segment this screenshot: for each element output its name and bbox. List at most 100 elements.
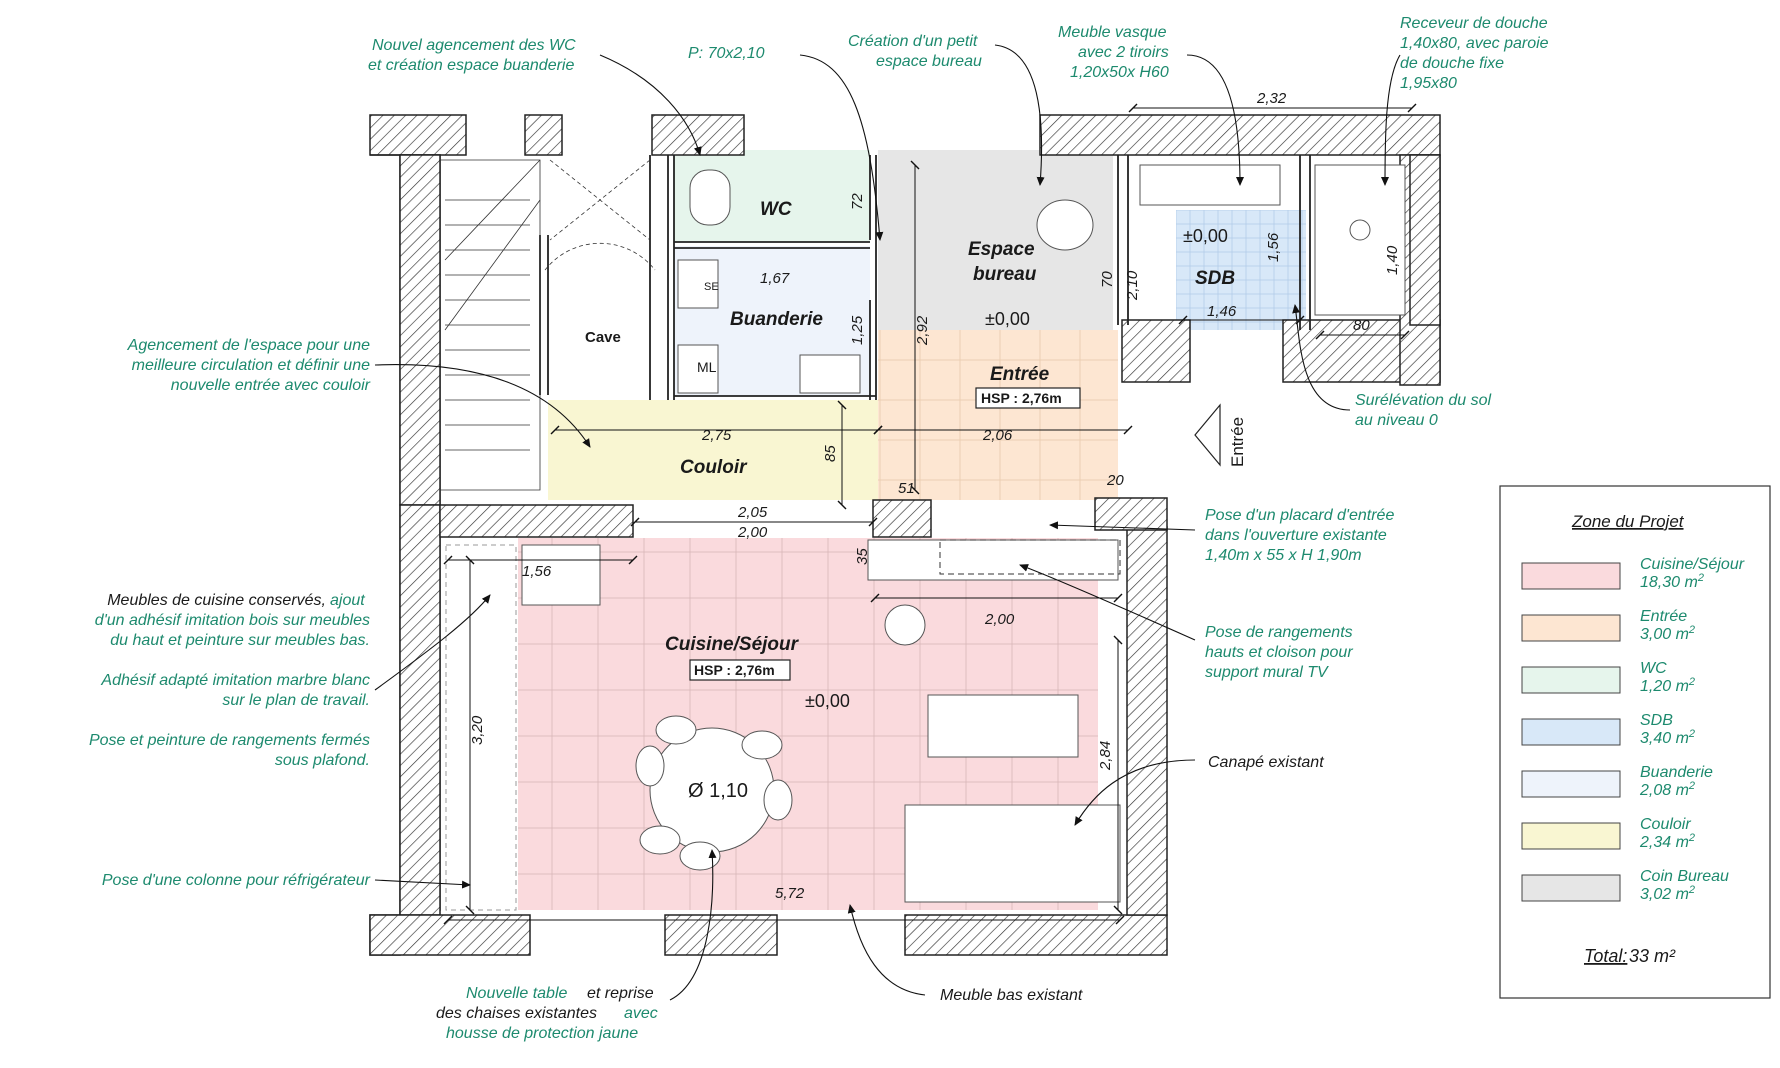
annotation-douche-4: 1,95x80: [1400, 75, 1457, 92]
sofa: [904, 804, 1121, 903]
coffee-table: [927, 694, 1079, 758]
wall-left-upper: [399, 154, 441, 506]
wall-kitchen-top-mid: [872, 499, 932, 538]
plant: [884, 604, 926, 646]
dim-51: 51: [898, 480, 915, 497]
annotation-bureau-1: Création d'un petit: [848, 33, 978, 50]
table-diameter: Ø 1,10: [688, 780, 748, 802]
dim-72: 72: [849, 193, 866, 210]
annotation-meubles-green-0: ajout: [330, 592, 365, 609]
appliance-ml: ML: [697, 359, 717, 375]
legend-item-area: 3,02 m2: [1640, 884, 1695, 903]
dim-1-56: 1,56: [1265, 232, 1282, 262]
annotation-adhesif-1: Adhésif adapté imitation marbre blanc: [100, 672, 370, 689]
annotation-meubles-black: Meubles de cuisine conservés,: [107, 592, 326, 609]
annotation-circulation-2: meilleure circulation et définir une: [132, 357, 370, 374]
dim-3-20: 3,20: [469, 715, 486, 745]
entrance-label: Entrée: [1228, 417, 1247, 467]
legend-swatch: [1521, 718, 1621, 746]
annotation-tv-2: hauts et cloison pour: [1205, 644, 1353, 661]
washing-machine: [677, 344, 719, 394]
legend-item-area: 1,20 m2: [1640, 676, 1695, 695]
annotation-wc-1: Nouvel agencement des WC: [372, 37, 576, 54]
wc-toilet: [689, 169, 731, 226]
legend-item-area-exponent: 2: [1688, 728, 1695, 740]
cooktop: [521, 544, 601, 606]
annotation-table-black2: des chaises existantes: [436, 1005, 597, 1022]
room-label-entree: Entrée: [990, 364, 1050, 385]
wall-left-lower: [399, 504, 441, 916]
annotation-refrigerateur: Pose d'une colonne pour réfrigérateur: [102, 872, 371, 889]
leader-lines: [374, 44, 1401, 1001]
dim-2-84: 2,84: [1097, 741, 1114, 771]
legend-swatch: [1521, 770, 1621, 798]
level-sdb: ±0,00: [1183, 226, 1228, 246]
buanderie-counter: [799, 354, 861, 394]
dim-2-05: 2,05: [737, 504, 768, 521]
legend-title: Zone du Projet: [1571, 512, 1685, 531]
tv-storage: [867, 539, 1119, 581]
annotation-surelevation-2: au niveau 0: [1355, 412, 1438, 429]
dim-1-25: 1,25: [849, 315, 866, 345]
couloir-fill: [548, 400, 878, 500]
dim-1-56-kitchen: 1,56: [522, 563, 552, 580]
annotation-table-green3: housse de protection jaune: [446, 1025, 638, 1042]
entrance-arrow: [1194, 403, 1221, 467]
legend-item-area: 18,30 m2: [1640, 572, 1704, 591]
appliance-se: SE: [704, 281, 719, 293]
legend-item-name: Couloir: [1640, 816, 1691, 833]
wall-kitchen-top-right: [1094, 497, 1168, 531]
annotation-vasque-3: 1,20x50x H60: [1070, 64, 1169, 81]
dim-2-00-tv: 2,00: [984, 611, 1015, 628]
dim-80: 80: [1353, 317, 1370, 334]
annotation-douche-2: 1,40x80, avec paroie: [1400, 35, 1549, 52]
entry-closet: [939, 539, 1121, 575]
legend-item-name: Cuisine/Séjour: [1640, 556, 1745, 573]
annotation-wc-2: et création espace buanderie: [368, 57, 574, 74]
dim-2-75: 2,75: [701, 427, 732, 444]
legend-item-name: Buanderie: [1640, 764, 1713, 781]
annotation-placard-2: dans l'ouverture existante: [1205, 527, 1387, 544]
annotation-tv-3: support mural TV: [1205, 664, 1329, 681]
room-label-couloir: Couloir: [680, 457, 748, 478]
dim-20: 20: [1106, 472, 1124, 489]
legend-swatch: [1521, 666, 1621, 694]
room-label-bureau-2: bureau: [973, 264, 1037, 285]
staircase: [440, 159, 656, 491]
legend-swatch: [1521, 562, 1621, 590]
level-bureau: ±0,00: [985, 309, 1030, 329]
legend-total-label: Total:: [1584, 946, 1627, 966]
annotation-surelevation-1: Surélévation du sol: [1355, 392, 1492, 409]
dim-2-06: 2,06: [982, 427, 1013, 444]
wall-right-lower: [1126, 526, 1168, 916]
dim-70: 70: [1099, 271, 1116, 288]
annotation-placard-1: Pose d'un placard d'entrée: [1205, 507, 1394, 524]
room-label-cave: Cave: [585, 329, 621, 346]
legend-item-name: Entrée: [1640, 608, 1687, 625]
annotation-adhesif-2: sur le plan de travail.: [222, 692, 370, 709]
annotation-canape: Canapé existant: [1208, 754, 1324, 771]
legend-item-area: 2,08 m2: [1639, 780, 1695, 799]
wall-right-right: [1409, 154, 1441, 326]
legend-item-name: Coin Bureau: [1640, 868, 1729, 885]
legend-swatch: [1521, 874, 1621, 902]
legend-swatch: [1521, 822, 1621, 850]
annotation-douche-1: Receveur de douche: [1400, 15, 1548, 32]
annotation-table-green1: Nouvelle table: [466, 985, 568, 1002]
room-label-bureau-1: Espace: [968, 239, 1035, 260]
wall-top-mid: [524, 114, 563, 156]
dim-2-32: 2,32: [1256, 90, 1287, 107]
annotation-table-black1: et reprise: [587, 985, 654, 1002]
dryer: [677, 259, 719, 309]
legend-item-name: SDB: [1640, 712, 1673, 729]
dim-2-92: 2,92: [914, 315, 931, 346]
kitchen-counter: [445, 544, 517, 911]
annotation-vasque-1: Meuble vasque: [1058, 24, 1167, 41]
legend-total-value: 33 m²: [1629, 946, 1676, 966]
wall-sdb-bottom: [1121, 319, 1191, 383]
legend-item-area-exponent: 2: [1688, 624, 1695, 636]
annotation-bureau-2: espace bureau: [876, 53, 982, 70]
annotation-circulation-1: Agencement de l'espace pour une: [127, 337, 370, 354]
dim-2-10: 2,10: [1124, 270, 1141, 301]
legend-item-area: 3,40 m2: [1640, 728, 1695, 747]
